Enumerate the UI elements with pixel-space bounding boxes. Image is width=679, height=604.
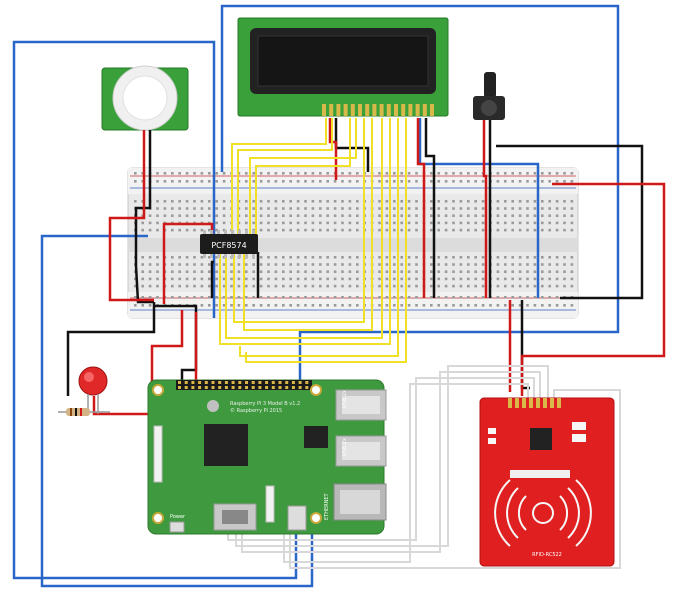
lcd-pin-header [322,104,434,116]
rfid-pin-header [508,398,561,408]
raspberry-pi: Raspberry Pi 3 Model B v1.2 © Raspberry … [147,379,387,535]
ethernet-label: ETHERNET [324,492,330,520]
gpio-header [176,380,312,390]
rfid-reader: RFID-RC522 [479,397,615,567]
black-wires [66,118,644,396]
yellow-wires [219,118,407,363]
red-wires [92,118,666,416]
potentiometer [473,72,505,120]
rfid-board-label: RFID-RC522 [532,552,562,558]
lcd-display [237,17,449,117]
usb-bottom-label: USB 2x [342,438,348,456]
pi-model-label: Raspberry Pi 3 Model B v1.2 [230,401,300,407]
resistor [58,408,110,416]
pir-sensor [101,65,189,131]
pcf8574-chip: PCF8574 [200,230,258,258]
breadboard [127,167,579,319]
power-label: Power [170,514,186,520]
usb-top-label: USB 2x [342,390,348,408]
chip-label: PCF8574 [211,241,246,250]
pi-copyright-label: © Raspberry Pi 2015 [230,407,282,414]
led [78,366,108,414]
